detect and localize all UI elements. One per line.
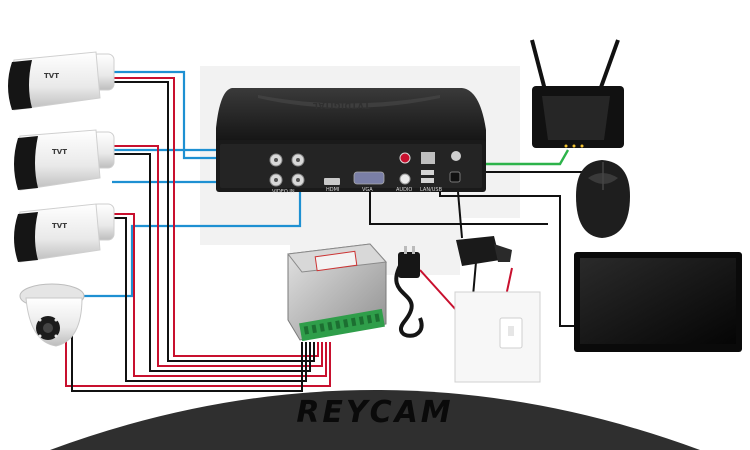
wall-socket bbox=[454, 291, 541, 383]
red-cable-camera-4 bbox=[65, 318, 331, 387]
port-label-hdmi: HDMI bbox=[326, 187, 340, 193]
audio-port-red bbox=[399, 152, 411, 164]
camera-1-brand: TVT bbox=[44, 72, 59, 80]
mouse bbox=[576, 160, 630, 238]
power-plug-cord bbox=[394, 246, 424, 338]
power-plug bbox=[398, 252, 420, 278]
camera-2-brand: TVT bbox=[52, 148, 67, 156]
black-cable-camera-2 bbox=[112, 153, 311, 372]
black-cable-camera-3 bbox=[112, 217, 307, 382]
video-cable-camera-4 bbox=[80, 188, 302, 298]
black-cable-vga bbox=[369, 192, 548, 225]
red-cable-camera-1 bbox=[112, 77, 319, 357]
monitor bbox=[574, 252, 742, 352]
red-cable-camera-2 bbox=[112, 145, 323, 367]
bullet-camera-3 bbox=[14, 203, 115, 263]
bullet-camera-1-lens bbox=[8, 60, 32, 110]
audio-port-white bbox=[399, 173, 411, 185]
black-cable-adapter bbox=[457, 191, 463, 239]
dvr-recorder bbox=[216, 88, 486, 192]
black-cable-camera-4 bbox=[71, 318, 303, 392]
dvr-top-shell bbox=[216, 88, 486, 150]
camera-3-brand: TVT bbox=[52, 222, 67, 230]
port-label-lan: LAN/USB bbox=[420, 187, 443, 193]
black-cable-camera-1 bbox=[112, 81, 315, 362]
usb-port-2 bbox=[421, 178, 434, 183]
hdmi-port bbox=[324, 178, 340, 185]
power-supply-label bbox=[314, 250, 358, 272]
bullet-camera-2 bbox=[14, 129, 115, 191]
brand-logo-text: REYCAM bbox=[296, 395, 454, 430]
terminal-block bbox=[299, 308, 385, 342]
dvr-logo-text: TVTDIGITAL bbox=[312, 101, 370, 110]
red-cable-camera-3 bbox=[112, 213, 327, 377]
power-port bbox=[449, 171, 461, 183]
port-label-video: VIDEO IN bbox=[272, 189, 295, 195]
bullet-camera-3-lens bbox=[14, 212, 38, 262]
router bbox=[530, 39, 624, 148]
power-supply-box bbox=[287, 243, 388, 342]
monitor-screen bbox=[580, 258, 736, 344]
lan-port bbox=[421, 152, 435, 164]
dome-camera bbox=[19, 283, 85, 347]
vga-port bbox=[353, 171, 385, 185]
ground-screw bbox=[451, 151, 461, 161]
power-adapter bbox=[456, 236, 512, 266]
bullet-camera-1 bbox=[8, 51, 115, 111]
bullet-camera-2-lens bbox=[14, 136, 38, 190]
brand-banner bbox=[50, 390, 700, 450]
port-label-vga: VGA bbox=[362, 187, 373, 193]
port-label-audio: AUDIO bbox=[396, 187, 413, 193]
usb-port-1 bbox=[421, 170, 434, 175]
